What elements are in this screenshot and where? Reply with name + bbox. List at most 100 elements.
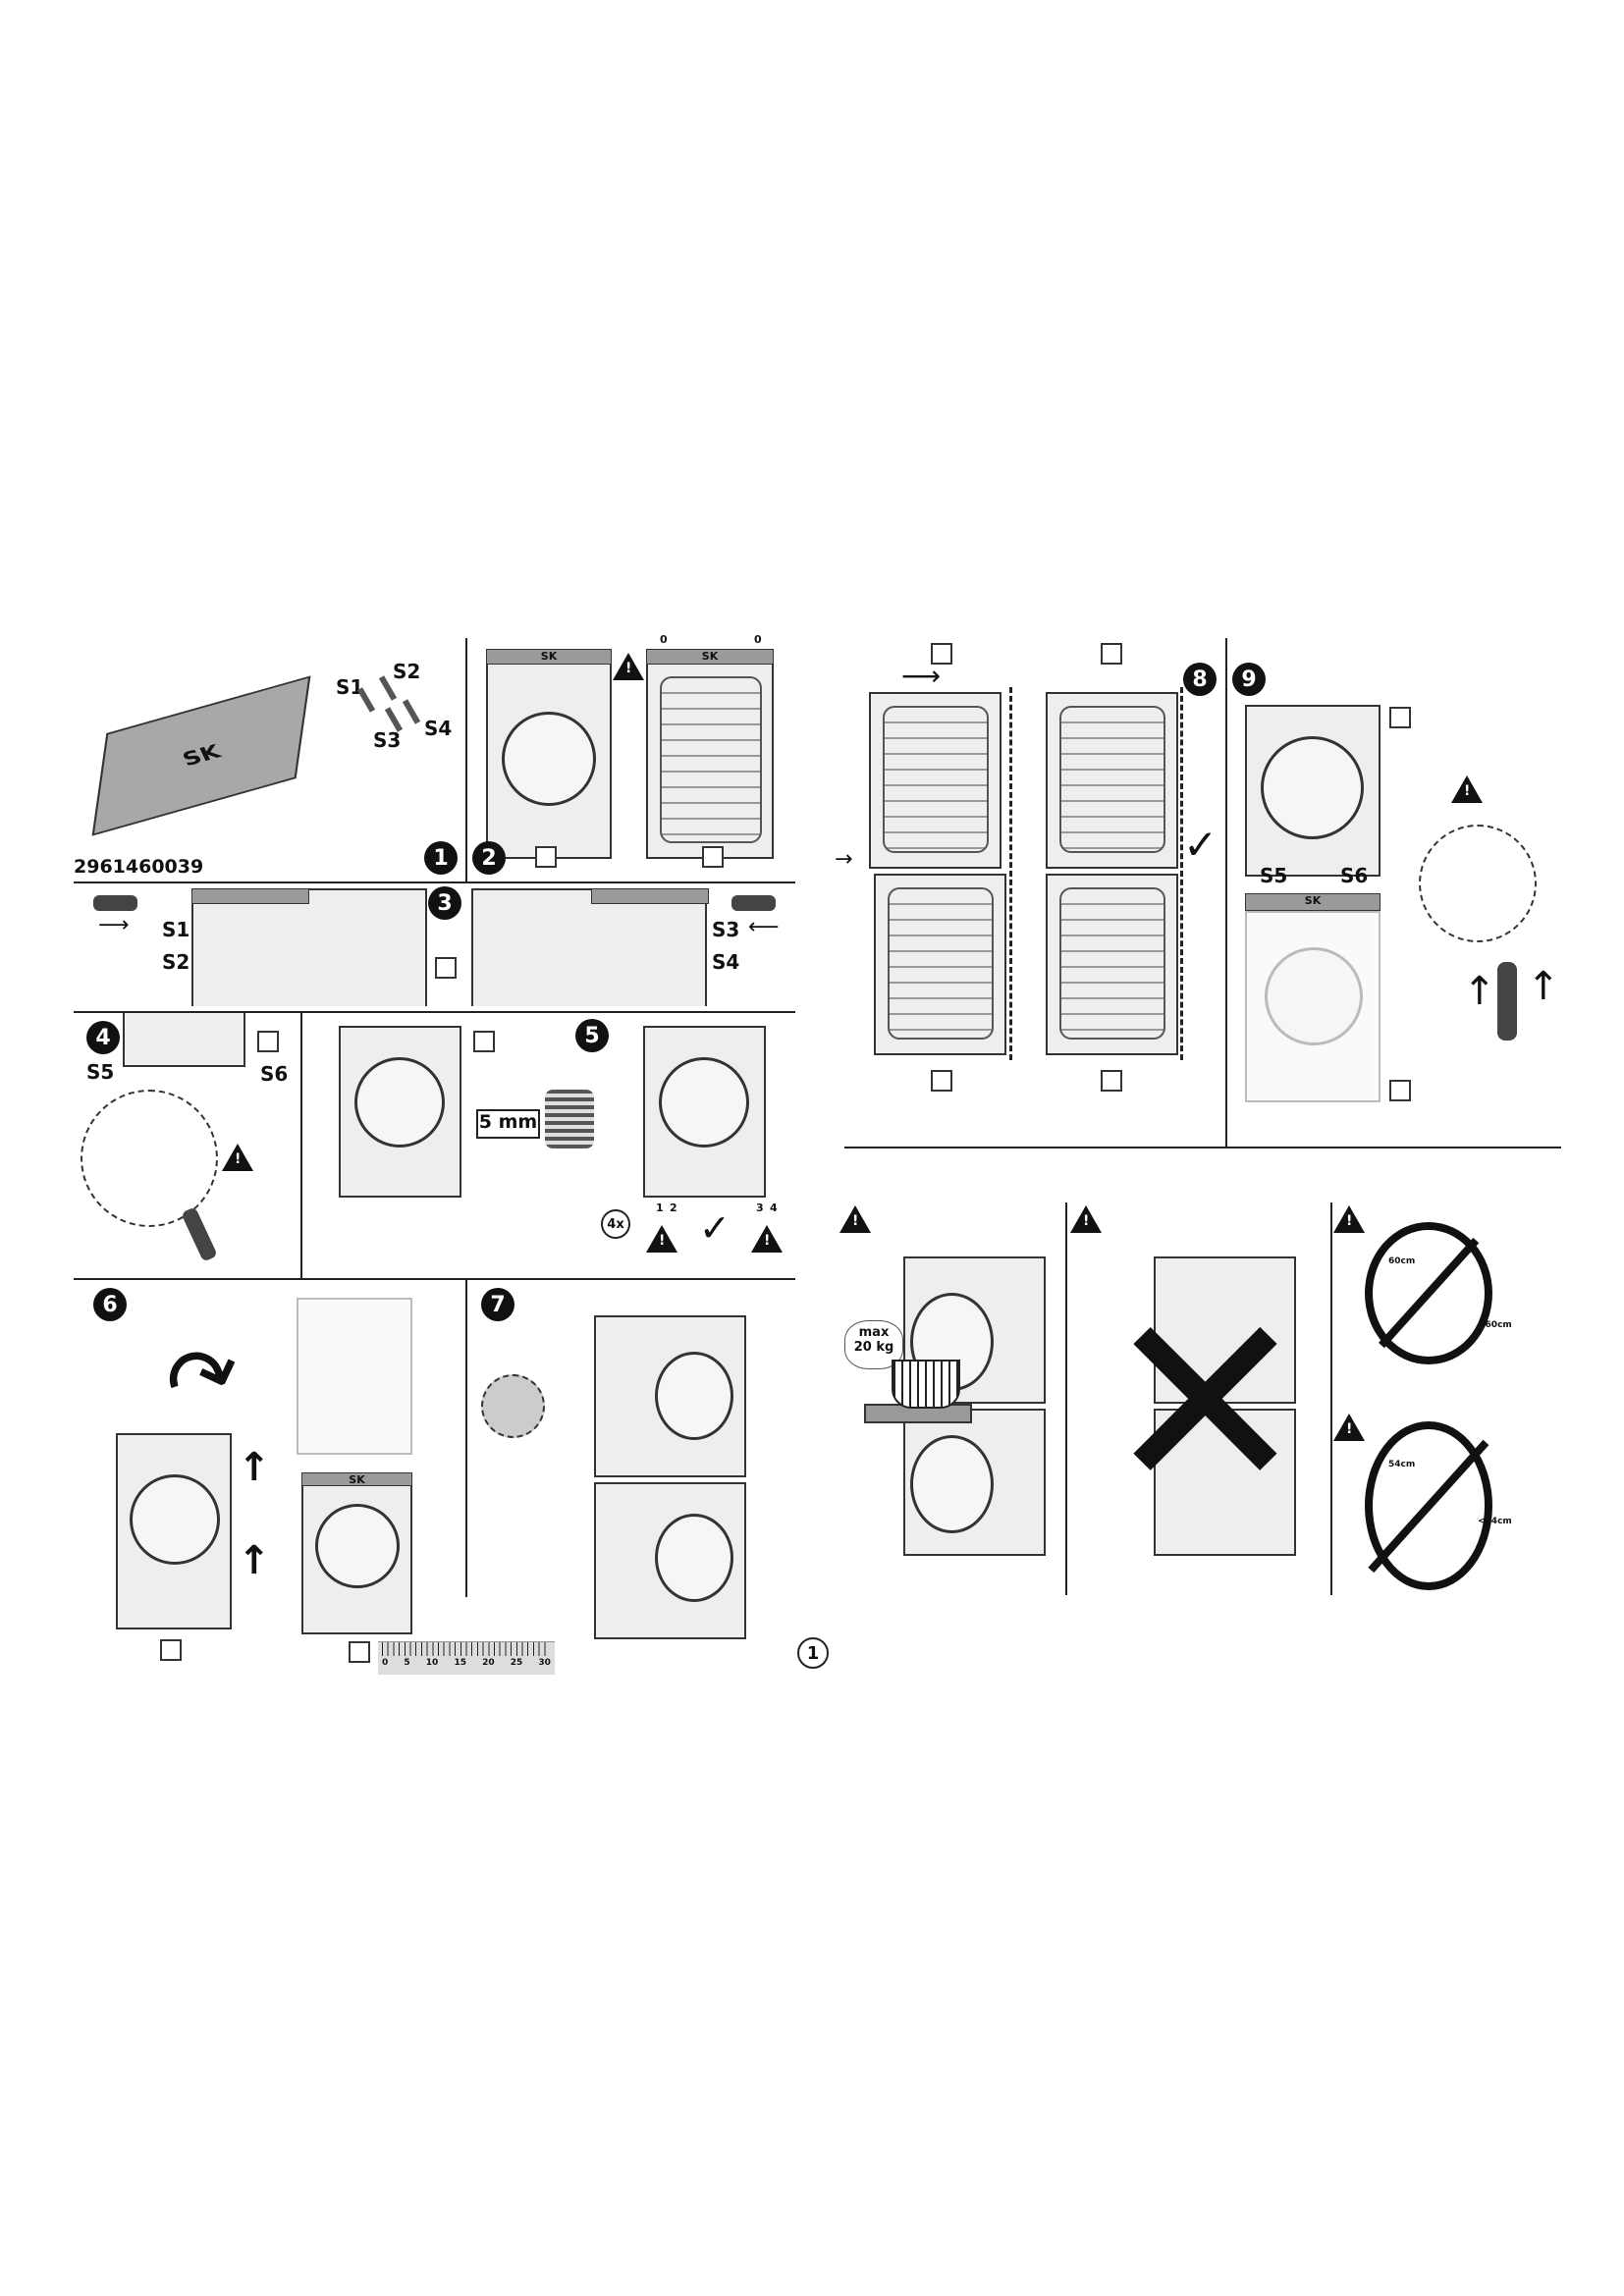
divider [74, 1278, 795, 1280]
kit-between-machines: SK [1245, 893, 1380, 911]
foot-gap-label: 5 mm [476, 1109, 540, 1139]
kit-on-top: SK [646, 649, 774, 665]
screw-icon [356, 687, 376, 713]
kit-on-top: SK [486, 649, 612, 665]
warning-icon: ! [1451, 775, 1483, 803]
step-number-2: 2 [472, 841, 506, 875]
side-panel-pattern [1059, 706, 1165, 853]
divider [74, 1011, 795, 1013]
dryer-lifted [297, 1298, 412, 1455]
washer-side [874, 874, 1006, 1055]
detergent-drawer-icon [535, 846, 557, 868]
prohibited-icon [1365, 1421, 1492, 1590]
dryer-front-view [339, 1026, 461, 1198]
screw-label-s2: S2 [162, 950, 190, 974]
screwdriver-icon [731, 895, 776, 911]
side-panel-pattern [883, 706, 989, 853]
step-number-5: 5 [575, 1019, 609, 1052]
quantity-badge: 4x [601, 1209, 630, 1239]
warning-icon: ! [613, 653, 644, 680]
screwdriver-icon [1497, 962, 1517, 1041]
washer-side [1046, 874, 1178, 1055]
detergent-drawer-icon [435, 957, 457, 979]
screw-label-s1: S1 [162, 918, 190, 941]
door [502, 712, 596, 806]
step-number-6: 6 [93, 1288, 127, 1321]
arrow-up-icon: ↑ [1527, 964, 1560, 1009]
foot-label: 3 [756, 1201, 764, 1214]
ruler: 0 5 10 15 20 25 30 [378, 1641, 555, 1675]
washer-front-view: SK [486, 649, 612, 859]
washer-top-right-view [471, 888, 709, 1006]
dryer-bottom-view [123, 1013, 245, 1067]
washer-stacked [594, 1482, 746, 1639]
arrow-left-icon: ⟵ [748, 915, 780, 939]
width-label: 54cm [1388, 1460, 1416, 1469]
dryer-icon [160, 1639, 182, 1661]
arrow-up-icon: ↑ [238, 1538, 271, 1583]
curved-arrow-icon: ↷ [151, 1317, 256, 1440]
dryer-stacked [1154, 1256, 1296, 1404]
door [655, 1514, 733, 1602]
kit-on-top [591, 888, 709, 904]
adjustable-foot-icon [545, 1090, 594, 1148]
stacking-kit-plate: SK [91, 675, 311, 836]
step-number-4: 4 [86, 1021, 120, 1054]
step-number-9: 9 [1232, 663, 1266, 696]
warning-icon: ! [222, 1144, 253, 1171]
divider [300, 1011, 302, 1278]
width-label: 60cm [1388, 1256, 1416, 1266]
alignment-line [1180, 687, 1183, 1060]
cross-icon: ✕ [1102, 1260, 1309, 1546]
alignment-line [1009, 687, 1012, 1060]
screw-label-s2: S2 [393, 660, 421, 683]
arrow-right-icon: ⟶ [901, 660, 942, 692]
washer-with-kit: SK [301, 1472, 412, 1634]
screwdriver-icon [93, 895, 137, 911]
dryer-front-view [116, 1433, 232, 1629]
washer-front-view [1245, 911, 1380, 1102]
part-number: 2961460039 [74, 856, 204, 878]
side-panel-pattern [888, 887, 994, 1040]
divider [74, 881, 795, 883]
door [1265, 947, 1363, 1045]
detergent-drawer-icon [1389, 1080, 1411, 1101]
detail-magnifier [81, 1090, 218, 1227]
detail-magnifier [1419, 825, 1537, 942]
screw-label-s4: S4 [712, 950, 740, 974]
warning-icon: ! [839, 1205, 871, 1233]
detergent-drawer-icon [1101, 1070, 1122, 1092]
divider [465, 638, 467, 881]
detergent-drawer-icon [349, 1641, 370, 1663]
dryer-front-view [643, 1026, 766, 1198]
laundry-basket [892, 1360, 960, 1409]
dryer-stacked [594, 1315, 746, 1477]
warning-icon: ! [646, 1225, 677, 1253]
page-marker: 1 [797, 1637, 829, 1669]
screw-label-s5: S5 [1260, 864, 1288, 887]
washer-stacked [903, 1409, 1046, 1556]
door [130, 1474, 220, 1565]
width-label: <54cm [1478, 1517, 1512, 1526]
door [354, 1057, 445, 1148]
door [655, 1352, 733, 1440]
prohibited-icon [1365, 1222, 1492, 1364]
dryer-icon [1389, 707, 1411, 728]
washer-top-left-view [191, 888, 427, 1006]
ruler-tick: 10 [425, 1658, 439, 1668]
door [659, 1057, 749, 1148]
screw-label-s6: S6 [260, 1062, 289, 1086]
dryer-icon [473, 1031, 495, 1052]
dryer-side-offset [869, 692, 1001, 869]
dryer-side-aligned [1046, 692, 1178, 869]
divider [1225, 638, 1227, 1147]
washer-stacked [1154, 1409, 1296, 1556]
arrow-right-icon: → [835, 847, 853, 872]
screw-label-s1: S1 [336, 675, 364, 699]
ruler-tick: 30 [538, 1658, 551, 1668]
ruler-tick: 5 [404, 1658, 410, 1668]
step-number-3: 3 [428, 886, 461, 920]
divider [465, 1278, 467, 1597]
screwdriver-icon [181, 1206, 218, 1262]
check-icon: ✓ [1183, 821, 1218, 869]
